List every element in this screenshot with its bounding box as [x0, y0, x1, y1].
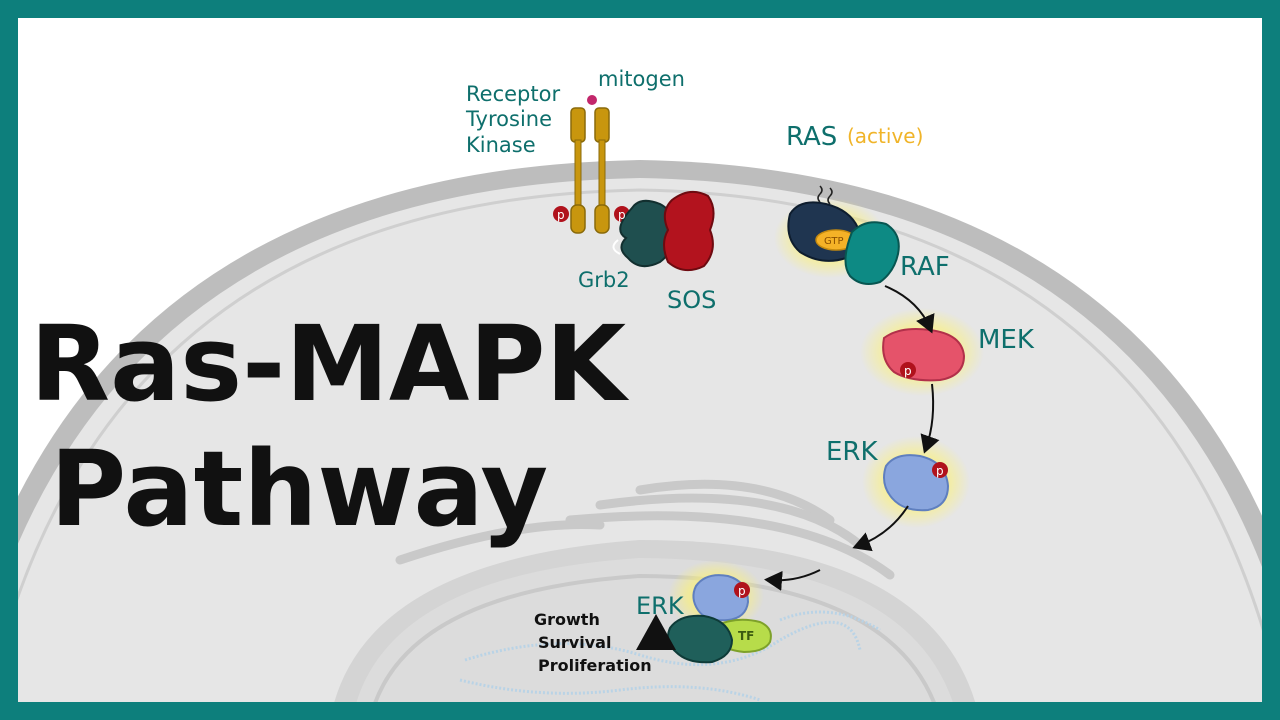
raf-label: RAF	[900, 252, 950, 282]
sos-label: SOS	[667, 286, 716, 314]
title-line2: Pathway	[50, 428, 548, 550]
erk-nucleus-label: ERK	[636, 592, 685, 620]
sos-protein	[663, 190, 715, 272]
erk-cytoplasm-label: ERK	[826, 437, 878, 467]
outcome-survival: Survival	[538, 633, 611, 652]
membrane-inner-line	[18, 188, 1262, 632]
arrow-mek-to-erk	[920, 383, 940, 454]
title-line1: Ras-MAPK	[30, 303, 630, 425]
ras-state-label: (active)	[847, 124, 923, 148]
pathway-diagram: Receptor Tyrosine Kinase mitogen RAS (ac…	[18, 67, 1262, 702]
diagram-canvas: Receptor Tyrosine Kinase mitogen RAS (ac…	[18, 18, 1262, 702]
receptor-label-line3: Kinase	[466, 133, 536, 157]
erk-tf-complex	[667, 614, 734, 664]
outcome-growth: Growth	[534, 610, 600, 629]
tf-label: TF	[738, 629, 754, 643]
outcome-proliferation: Proliferation	[538, 656, 652, 675]
dna-strands	[459, 610, 881, 702]
mitogen-ligand	[585, 93, 599, 107]
receptor-label-line2: Tyrosine	[465, 107, 552, 131]
nucleus-inner-line	[373, 573, 936, 702]
ras-anchor-squiggle	[817, 185, 833, 205]
endoplasmic-reticulum	[395, 479, 895, 580]
signal-arrows	[764, 285, 940, 591]
erk-nucleus-protein	[692, 574, 750, 622]
receptor-phospho-right-label: p	[618, 208, 626, 222]
receptor-phospho-left-label: p	[557, 208, 565, 222]
arrow-to-outcomes	[636, 614, 676, 650]
grb2-protein	[619, 199, 672, 268]
erk-cytoplasm-phospho	[932, 462, 948, 478]
arrow-erk-to-er	[852, 505, 909, 552]
cell-cytoplasm	[18, 178, 1262, 702]
raf-protein	[844, 221, 900, 285]
mek-phospho	[900, 362, 916, 378]
mek-label: MEK	[978, 325, 1035, 355]
erk-nucleus-phospho	[734, 582, 750, 598]
erk-cytoplasm-phospho-label: p	[936, 464, 944, 478]
erk-cytoplasm-protein	[883, 454, 950, 512]
mek-phospho-label: p	[904, 364, 912, 378]
mek-protein	[882, 328, 966, 382]
ras-label: RAS	[786, 122, 837, 152]
receptor-tyrosine-kinase	[570, 107, 610, 234]
gtp-label: GTP	[824, 236, 844, 247]
receptor-phospho-left	[553, 206, 569, 222]
grb2-label: Grb2	[578, 268, 630, 292]
arrow-raf-to-mek	[884, 285, 935, 334]
receptor-label-line1: Receptor	[466, 82, 560, 106]
mitogen-label: mitogen	[598, 67, 685, 91]
erk-nucleus-phospho-label: p	[738, 584, 746, 598]
arrow-into-nucleus	[764, 569, 821, 591]
